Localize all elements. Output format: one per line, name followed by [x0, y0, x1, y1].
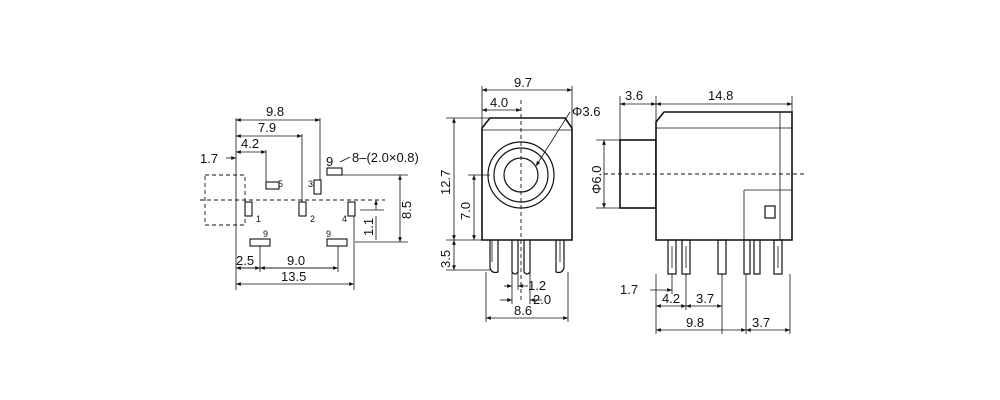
dim-9-7: 9.7 [514, 75, 532, 90]
dim-3-5: 3.5 [438, 250, 453, 268]
pad-5 [265, 181, 280, 190]
dim-8-5: 8.5 [399, 201, 414, 219]
side-body [655, 111, 793, 241]
pad-2 [298, 201, 307, 217]
pad-4 [347, 201, 356, 217]
dim-3-7-a: 3.7 [696, 291, 714, 306]
dim-9-0: 9.0 [287, 253, 305, 268]
dim-3-7-b: 3.7 [752, 315, 770, 330]
dim-13-5: 13.5 [281, 269, 306, 284]
dim-4-0: 4.0 [490, 95, 508, 110]
side-view: 3.6 14.8 Φ6.0 1.7 4.2 3.7 9.8 3.7 [589, 88, 806, 334]
dim-4-2-side: 4.2 [662, 291, 680, 306]
dim-1-7: 1.7 [200, 151, 218, 166]
dim-1-1: 1.1 [361, 218, 376, 236]
pad-9-top [326, 167, 343, 176]
dim-8-6: 8.6 [514, 303, 532, 318]
pin-label-3: 3 [308, 179, 313, 189]
pad-3 [313, 179, 322, 195]
dim-4-2: 4.2 [241, 136, 259, 151]
dim-14-8: 14.8 [708, 88, 733, 103]
dim-2-0: 2.0 [533, 292, 551, 307]
pad-size-note: 8–(2.0×0.8) [352, 150, 419, 165]
pin-label-4: 4 [342, 214, 347, 224]
front-view: 9.7 4.0 Φ3.6 12.7 7.0 3.5 1.2 2.0 8.6 [438, 75, 600, 322]
dim-9-8-side: 9.8 [686, 315, 704, 330]
dim-2-5: 2.5 [236, 253, 254, 268]
dim-1-2: 1.2 [528, 278, 546, 293]
pad-9-right [326, 238, 348, 247]
pin-label-5: 5 [278, 179, 283, 189]
pad-9-left [249, 238, 271, 247]
dim-3-6: 3.6 [625, 88, 643, 103]
dim-9-top: 9 [326, 154, 333, 169]
dim-1-7-side: 1.7 [620, 282, 638, 297]
pin-label-9-left: 9 [263, 229, 268, 239]
dim-9-8: 9.8 [266, 104, 284, 119]
dim-7-0: 7.0 [458, 202, 473, 220]
footprint-view: 1 2 3 4 5 9 9 9.8 7.9 4.2 1.7 9 8–(2.0×0… [200, 104, 419, 290]
dim-phi-3-6: Φ3.6 [572, 104, 600, 119]
pin-label-2: 2 [310, 214, 315, 224]
pin-label-1: 1 [256, 214, 261, 224]
front-body [481, 117, 573, 241]
pad-1 [244, 201, 253, 217]
dim-phi-6-0: Φ6.0 [589, 166, 604, 194]
side-window [764, 205, 776, 219]
dim-12-7: 12.7 [438, 170, 453, 195]
pin-label-9-right: 9 [326, 229, 331, 239]
dim-7-9: 7.9 [258, 120, 276, 135]
